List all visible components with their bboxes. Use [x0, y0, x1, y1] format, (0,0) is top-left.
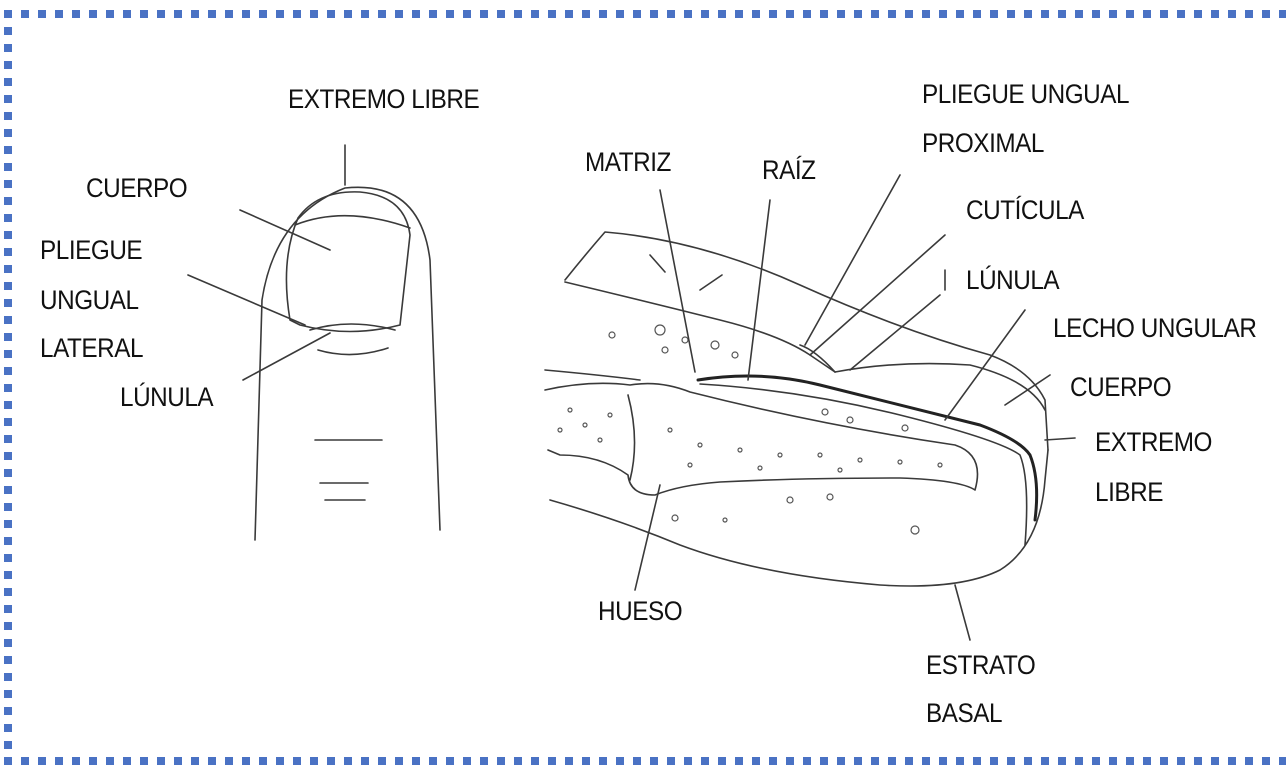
label-left-fold-line1: PLIEGUE: [40, 230, 142, 270]
label-nail-bed: LECHO UNGULAR: [1053, 308, 1256, 348]
proximal-fold-inner: [565, 282, 835, 372]
label-right-free-edge-line2: LIBRE: [1095, 472, 1163, 512]
label-left-lunula: LÚNULA: [120, 377, 213, 417]
skin-arc: [318, 348, 388, 355]
leader-lunula-2: [850, 295, 940, 370]
label-basal-line2: BASAL: [926, 693, 1002, 733]
leader-matrix: [660, 190, 695, 372]
fold-hatch-1: [650, 255, 665, 272]
fold-hatch-2: [700, 275, 722, 290]
leader-left-body: [240, 210, 330, 250]
label-matrix: MATRIZ: [585, 142, 671, 182]
label-right-lunula: LÚNULA: [966, 260, 1059, 300]
label-left-free-edge: EXTREMO LIBRE: [288, 79, 479, 119]
finger-top-view: [188, 145, 440, 540]
bone-outline: [545, 383, 978, 495]
label-cuticle: CUTÍCULA: [966, 190, 1084, 230]
finger-upper-skin: [545, 370, 640, 380]
label-left-fold-line3: LATERAL: [40, 328, 143, 368]
label-bone: HUESO: [598, 591, 682, 631]
label-prox-fold-line2: PROXIMAL: [922, 123, 1044, 163]
leader-bone: [635, 485, 660, 590]
label-basal-line1: ESTRATO: [926, 645, 1035, 685]
label-left-body: CUERPO: [86, 168, 187, 208]
nail-plate-root: [698, 376, 1037, 520]
tissue-dots: [558, 325, 942, 534]
leader-left-lunula: [243, 333, 330, 380]
leader-basal: [955, 585, 970, 640]
leader-root: [748, 200, 770, 380]
bone-joint: [628, 395, 635, 480]
nail-cross-section: [545, 175, 1075, 640]
finger-lower-skin: [550, 450, 1048, 586]
label-right-body: CUERPO: [1070, 367, 1171, 407]
finger-outline: [255, 187, 440, 540]
label-prox-fold-line1: PLIEGUE UNGUAL: [922, 74, 1129, 114]
leader-right-free-edge: [1045, 438, 1075, 440]
leader-prox-fold: [805, 175, 900, 345]
nail-bed-line: [700, 384, 1027, 545]
label-right-free-edge-line1: EXTREMO: [1095, 422, 1212, 462]
nail-free-edge-curve: [295, 216, 410, 228]
label-left-fold-line2: UNGUAL: [40, 280, 139, 320]
leader-cuticle: [810, 235, 945, 355]
nail-plate-top: [835, 364, 1045, 410]
label-root: RAÍZ: [762, 150, 816, 190]
